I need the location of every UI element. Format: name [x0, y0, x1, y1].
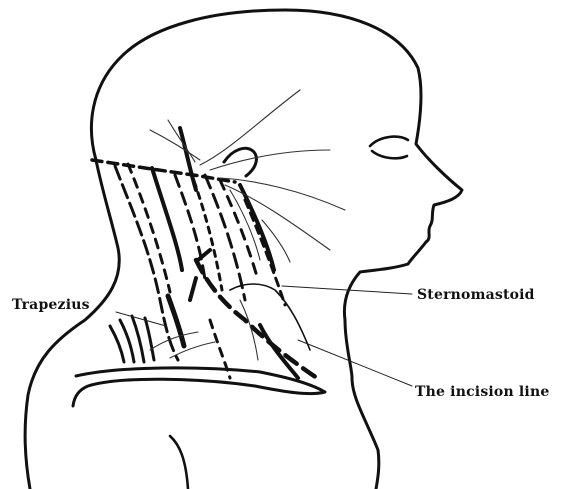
- eye: [370, 137, 408, 159]
- sternomastoid-label: Sternomastoid: [417, 287, 535, 303]
- ear: [224, 148, 256, 176]
- trapezius-muscle: [110, 164, 184, 362]
- sternomastoid-muscle: [175, 128, 298, 378]
- arm-contour: [170, 436, 188, 489]
- occiput-dashes: [92, 160, 235, 182]
- incision-line-label: The incision line: [415, 384, 549, 400]
- back-neck-shoulder: [25, 160, 119, 489]
- trapezius-label: Trapezius: [12, 297, 90, 313]
- incision-line: [196, 260, 320, 380]
- incision-leader-line: [298, 340, 412, 386]
- collar-clavicle: [73, 368, 325, 406]
